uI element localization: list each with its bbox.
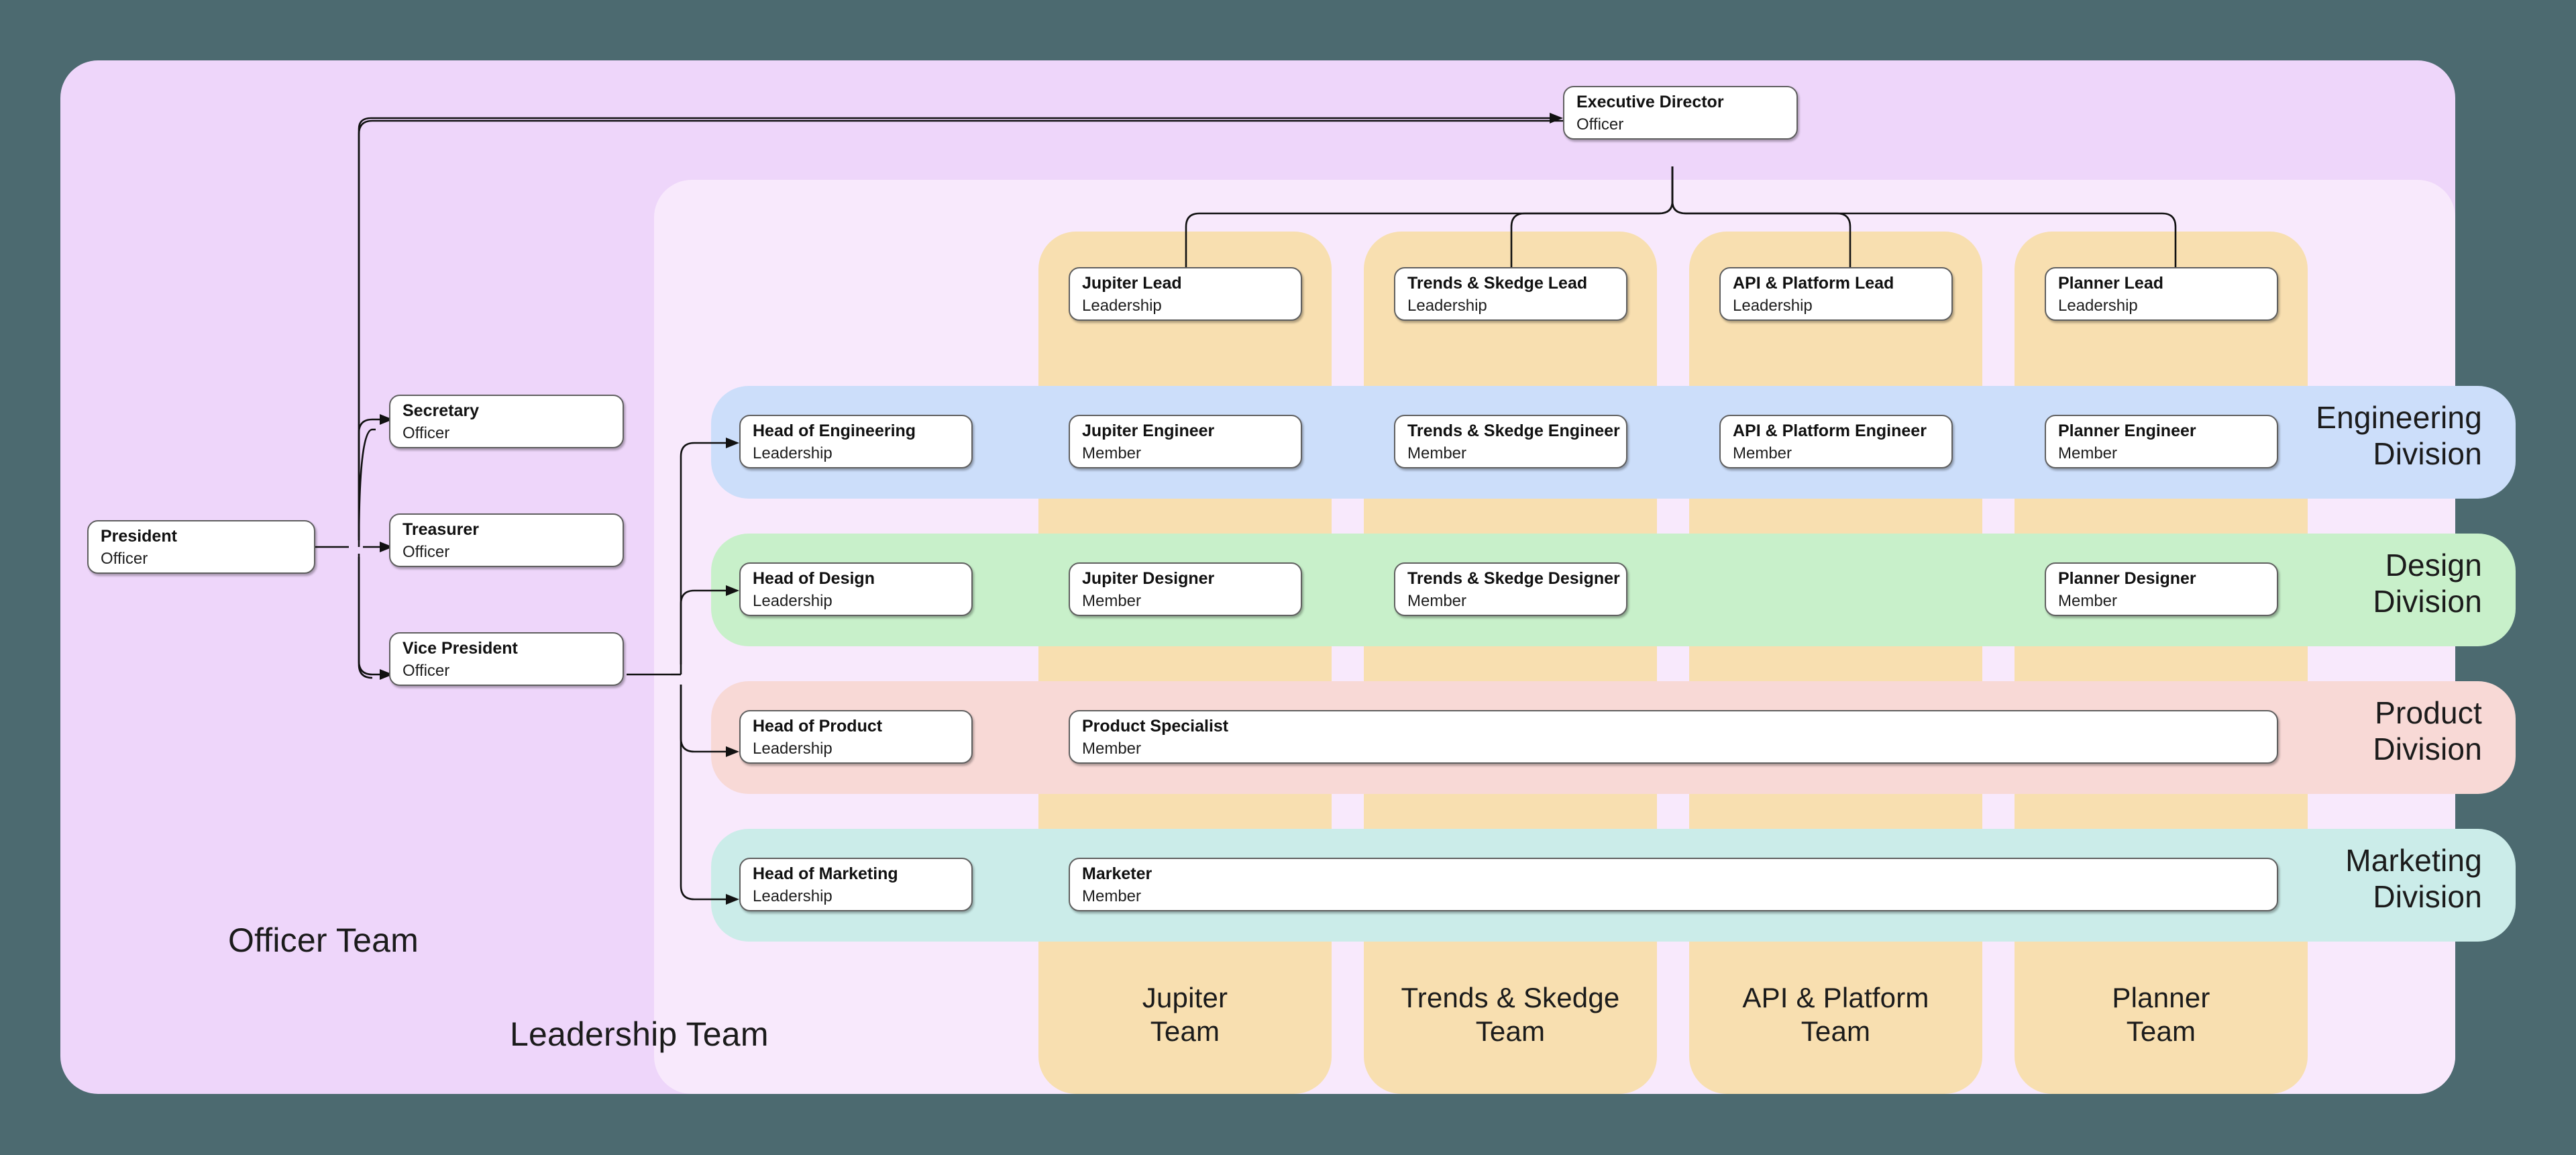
node-head-of-design[interactable]: Head of Design Leadership	[739, 562, 973, 616]
division-label-marketing: Marketing Division	[2345, 843, 2482, 915]
team-label-planner: Planner Team	[2112, 982, 2210, 1047]
node-president[interactable]: President Officer	[87, 520, 315, 574]
node-jupiter-engineer[interactable]: Jupiter Engineer Member	[1069, 415, 1302, 468]
node-head-of-marketing[interactable]: Head of Marketing Leadership	[739, 858, 973, 911]
node-api-platform-engineer[interactable]: API & Platform Engineer Member	[1719, 415, 1953, 468]
node-head-of-design-role: Leadership	[753, 592, 833, 611]
node-trends-skedge-lead-name: Trends & Skedge Lead	[1407, 273, 1588, 293]
node-trends-skedge-engineer[interactable]: Trends & Skedge Engineer Member	[1394, 415, 1627, 468]
node-jupiter-lead[interactable]: Jupiter Lead Leadership	[1069, 267, 1302, 321]
node-secretary-name: Secretary	[402, 401, 479, 420]
node-secretary-role: Officer	[402, 424, 450, 443]
node-head-of-engineering-role: Leadership	[753, 444, 833, 463]
node-planner-lead[interactable]: Planner Lead Leadership	[2045, 267, 2278, 321]
node-marketer-role: Member	[1082, 887, 1142, 906]
node-planner-lead-role: Leadership	[2058, 297, 2138, 315]
node-president-role: Officer	[101, 550, 148, 568]
node-product-specialist-name: Product Specialist	[1082, 716, 1229, 736]
node-head-of-marketing-name: Head of Marketing	[753, 864, 898, 883]
node-jupiter-designer[interactable]: Jupiter Designer Member	[1069, 562, 1302, 616]
node-head-of-engineering-name: Head of Engineering	[753, 421, 916, 440]
node-trends-skedge-engineer-role: Member	[1407, 444, 1467, 463]
team-label-jupiter: Jupiter Team	[1142, 982, 1228, 1047]
team-column-api-platform	[1689, 232, 1982, 1094]
node-head-of-design-name: Head of Design	[753, 568, 875, 588]
officer-team-label: Officer Team	[228, 921, 419, 959]
node-head-of-product[interactable]: Head of Product Leadership	[739, 710, 973, 764]
node-api-platform-engineer-role: Member	[1733, 444, 1792, 463]
node-planner-designer-role: Member	[2058, 592, 2118, 611]
node-treasurer-name: Treasurer	[402, 519, 479, 539]
leadership-team-label: Leadership Team	[510, 1015, 769, 1053]
node-trends-skedge-designer-role: Member	[1407, 592, 1467, 611]
node-planner-lead-name: Planner Lead	[2058, 273, 2163, 293]
node-api-platform-engineer-name: API & Platform Engineer	[1733, 421, 1927, 440]
node-executive-director[interactable]: Executive Director Officer	[1563, 86, 1798, 140]
node-product-specialist[interactable]: Product Specialist Member	[1069, 710, 2278, 764]
node-head-of-marketing-role: Leadership	[753, 887, 833, 906]
node-trends-skedge-designer-name: Trends & Skedge Designer	[1407, 568, 1620, 588]
node-planner-engineer-role: Member	[2058, 444, 2118, 463]
node-jupiter-lead-name: Jupiter Lead	[1082, 273, 1182, 293]
node-vice-president-name: Vice President	[402, 638, 518, 658]
node-jupiter-designer-name: Jupiter Designer	[1082, 568, 1215, 588]
node-api-platform-lead[interactable]: API & Platform Lead Leadership	[1719, 267, 1953, 321]
node-trends-skedge-engineer-name: Trends & Skedge Engineer	[1407, 421, 1620, 440]
node-trends-skedge-lead-role: Leadership	[1407, 297, 1487, 315]
node-trends-skedge-designer[interactable]: Trends & Skedge Designer Member	[1394, 562, 1627, 616]
node-executive-director-role: Officer	[1576, 115, 1624, 134]
node-planner-engineer-name: Planner Engineer	[2058, 421, 2196, 440]
node-vice-president[interactable]: Vice President Officer	[389, 632, 624, 686]
node-product-specialist-role: Member	[1082, 740, 1142, 758]
team-label-api-platform: API & Platform Team	[1742, 982, 1929, 1047]
team-label-trends-skedge: Trends & Skedge Team	[1401, 982, 1620, 1047]
node-vice-president-role: Officer	[402, 662, 450, 681]
node-treasurer[interactable]: Treasurer Officer	[389, 513, 624, 567]
node-jupiter-lead-role: Leadership	[1082, 297, 1162, 315]
node-president-name: President	[101, 526, 177, 546]
node-executive-director-name: Executive Director	[1576, 92, 1724, 111]
node-api-platform-lead-role: Leadership	[1733, 297, 1813, 315]
division-label-product: Product Division	[2373, 695, 2482, 767]
node-planner-designer[interactable]: Planner Designer Member	[2045, 562, 2278, 616]
team-column-planner	[2015, 232, 2308, 1094]
team-column-jupiter	[1038, 232, 1332, 1094]
node-api-platform-lead-name: API & Platform Lead	[1733, 273, 1894, 293]
node-marketer-name: Marketer	[1082, 864, 1152, 883]
node-marketer[interactable]: Marketer Member	[1069, 858, 2278, 911]
team-column-trends-skedge	[1364, 232, 1657, 1094]
division-label-engineering: Engineering Division	[2316, 400, 2482, 472]
node-head-of-engineering[interactable]: Head of Engineering Leadership	[739, 415, 973, 468]
node-secretary[interactable]: Secretary Officer	[389, 395, 624, 448]
node-jupiter-engineer-role: Member	[1082, 444, 1142, 463]
node-head-of-product-name: Head of Product	[753, 716, 883, 736]
node-jupiter-designer-role: Member	[1082, 592, 1142, 611]
node-trends-skedge-lead[interactable]: Trends & Skedge Lead Leadership	[1394, 267, 1627, 321]
node-planner-designer-name: Planner Designer	[2058, 568, 2196, 588]
node-head-of-product-role: Leadership	[753, 740, 833, 758]
node-treasurer-role: Officer	[402, 543, 450, 562]
node-planner-engineer[interactable]: Planner Engineer Member	[2045, 415, 2278, 468]
division-label-design: Design Division	[2373, 548, 2482, 619]
node-jupiter-engineer-name: Jupiter Engineer	[1082, 421, 1215, 440]
